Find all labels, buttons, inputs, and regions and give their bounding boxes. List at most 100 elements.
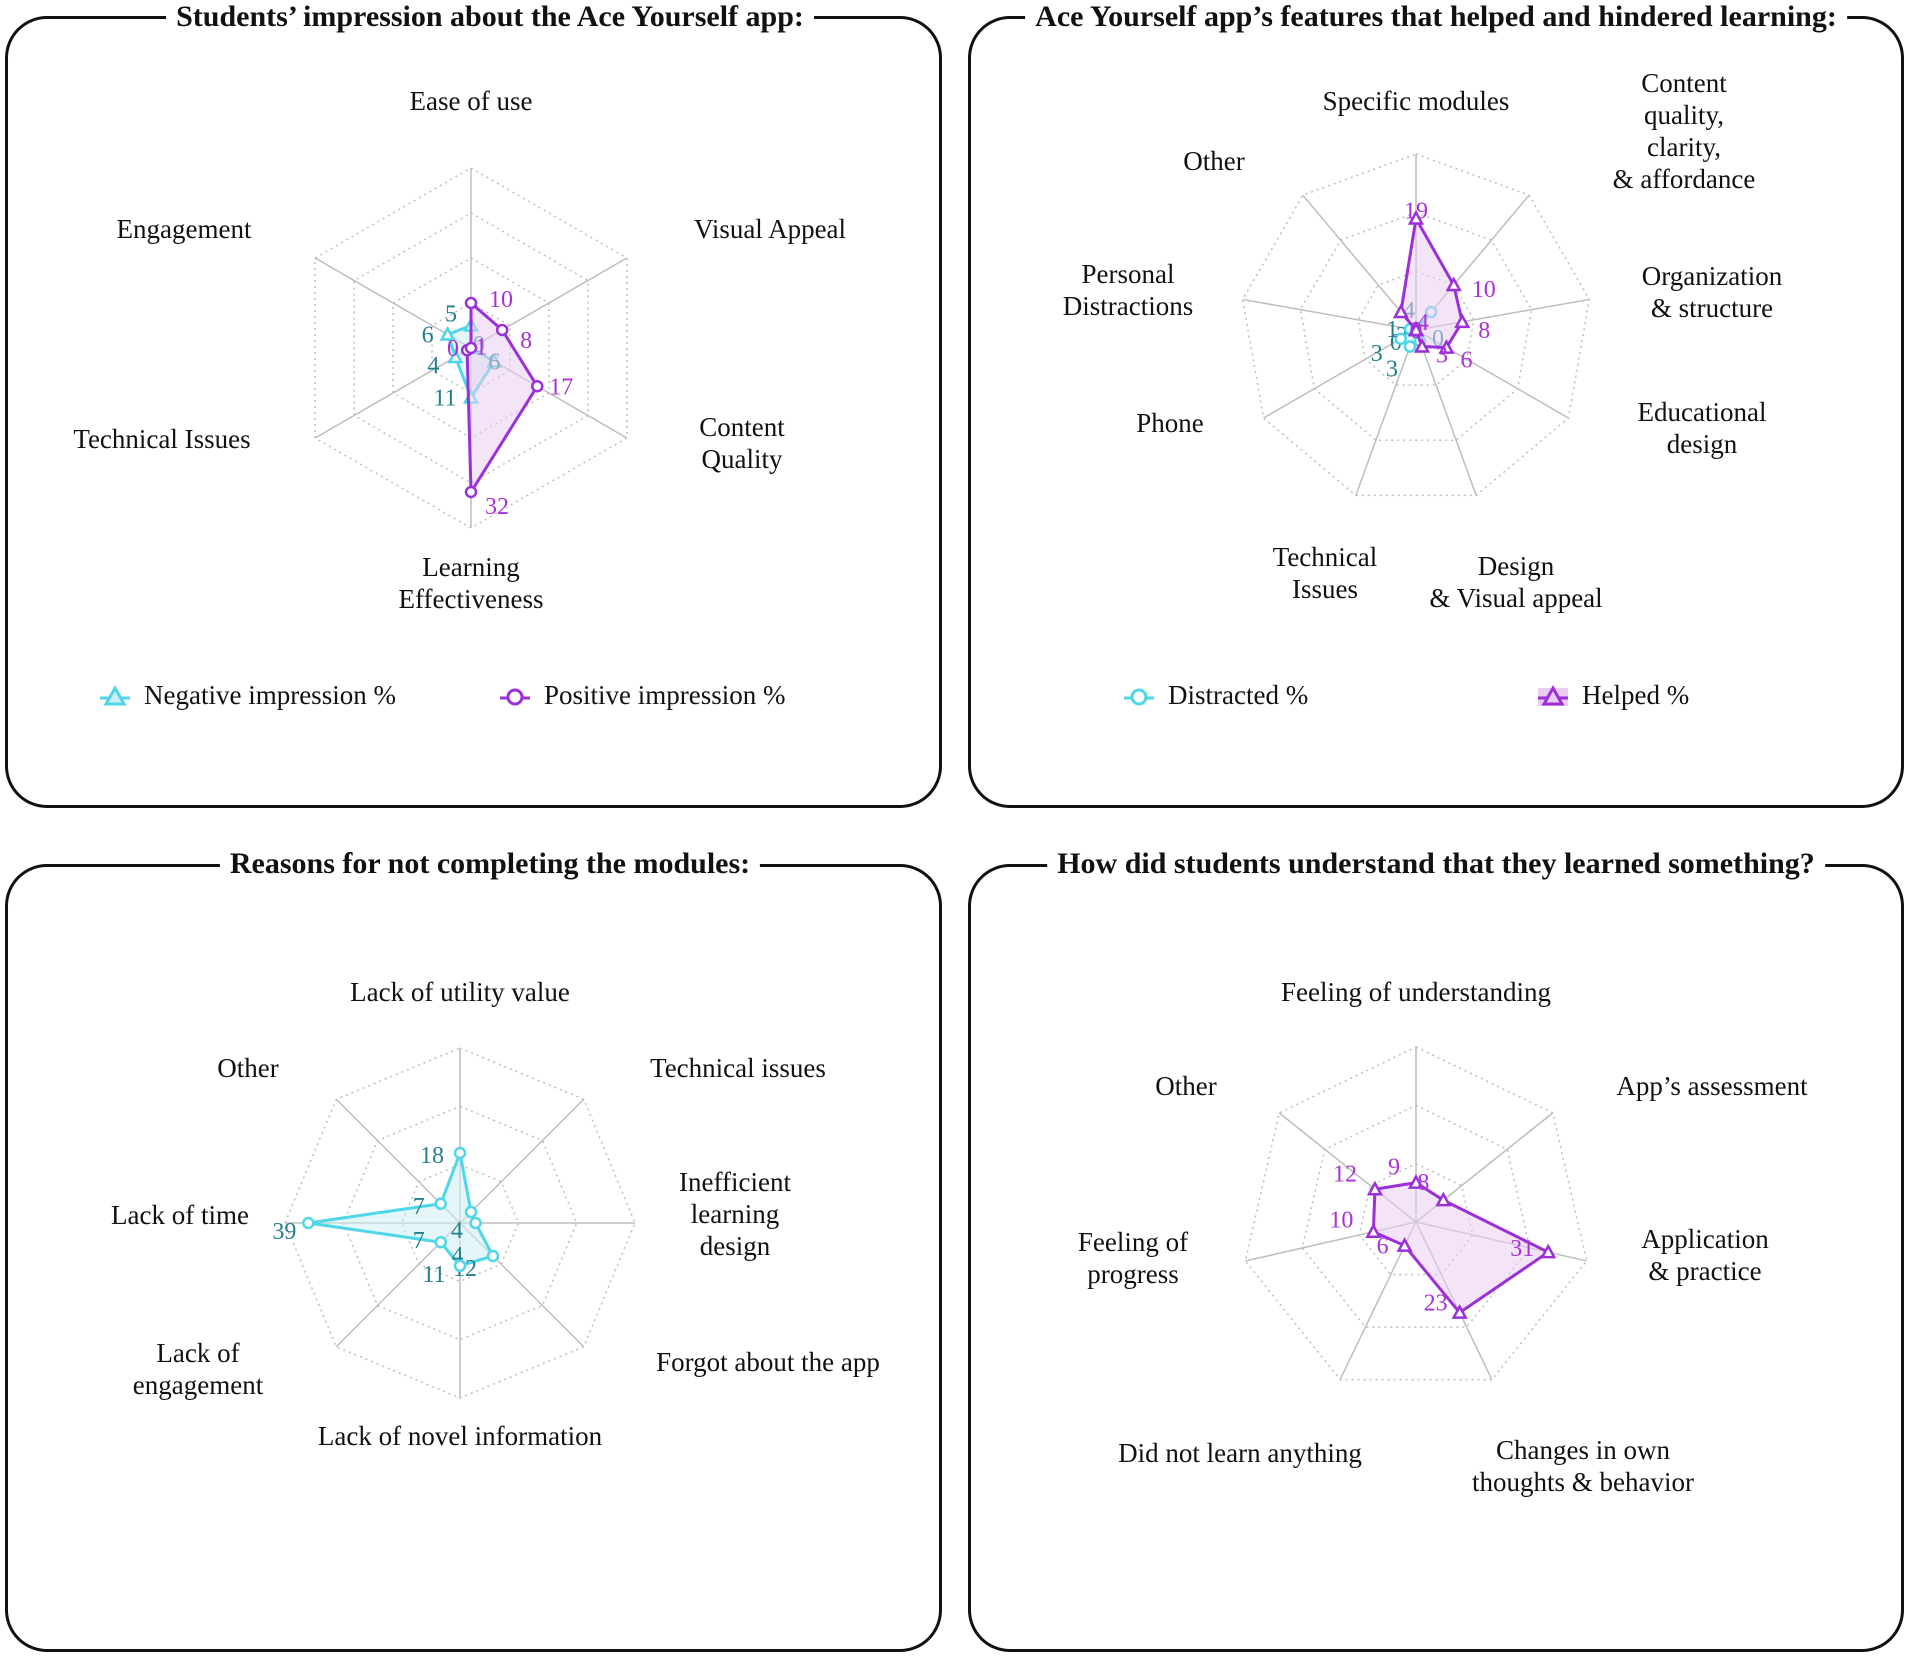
chart-1-point [495, 323, 509, 337]
chart-1-data-label: 11 [433, 386, 456, 412]
chart-1-point [531, 380, 544, 393]
chart-1-data-label: 17 [549, 374, 573, 400]
chart-2-point [1407, 209, 1425, 225]
chart-3-axis-label-technical-issues: Technical issues [650, 1053, 826, 1083]
chart-1-data-label: 8 [520, 328, 532, 354]
chart-3-axis-label-forgot-about-the-app: Forgot about the app [656, 1347, 880, 1377]
legend-distracted-label: Distracted % [1168, 680, 1309, 710]
chart-2-spoke [1302, 194, 1417, 331]
chart-4-data-label: 10 [1329, 1208, 1353, 1234]
chart-3-axis-label-lack-of-utility-value: Lack of utility value [350, 977, 570, 1007]
chart-3-axis-label-lack-of-novel-information: Lack of novel information [318, 1421, 603, 1451]
chart-2-point [1445, 276, 1462, 292]
chart-4-point [1407, 1174, 1425, 1189]
chart-2-point [1392, 303, 1410, 319]
chart-4-grid-ring [1301, 1104, 1531, 1328]
legend-helped-label: Helped % [1582, 680, 1690, 710]
chart-3-point [453, 1259, 467, 1273]
chart-4-data-label: 6 [1377, 1234, 1389, 1260]
panel-learned-title: How did students understand that they le… [1047, 847, 1825, 881]
chart-4-axis-label-other: Other [1155, 1071, 1216, 1101]
panel-reasons-title: Reasons for not completing the modules: [219, 847, 761, 881]
chart-1-point [447, 348, 464, 364]
chart-1-data-label: 32 [485, 494, 509, 520]
chart-4-data-label: 12 [1333, 1161, 1357, 1187]
chart-4-data-label: 23 [1424, 1291, 1448, 1317]
legend-positive: Positive impression % [500, 680, 786, 711]
chart-4-axis-label-application-practice: Application& practice [1641, 1224, 1769, 1286]
circle-marker-icon [500, 688, 530, 705]
chart-2-spoke [1242, 298, 1417, 331]
chart-1-point [464, 296, 478, 310]
chart-1-point [439, 325, 456, 341]
chart-1-spoke [314, 347, 472, 439]
chart-4-axis-label-feeling-of-understanding: Feeling of understanding [1281, 977, 1551, 1007]
chart-2-axis-label-organization-structure: Organization& structure [1642, 261, 1783, 323]
chart-4-point [1365, 1223, 1382, 1238]
chart-2-data-label: 19 [1404, 199, 1428, 225]
chart-3-axis-label-lack-of-time: Lack of time [111, 1200, 249, 1230]
legend-negative-label: Negative impression % [144, 680, 396, 710]
chart-4-data-label: 8 [1417, 1170, 1429, 1196]
chart-3-data-label: 7 [413, 1228, 425, 1254]
chart-2-data-label: 4 [1417, 310, 1429, 336]
chart-2-point [1394, 332, 1408, 346]
chart-4-point [1435, 1191, 1452, 1207]
chart-2-axis-label-phone: Phone [1136, 408, 1204, 438]
chart-3-point [469, 1216, 482, 1230]
chart-4-point [1396, 1237, 1413, 1252]
panel-features-title: Ace Yourself app’s features that helped … [1025, 0, 1847, 34]
chart-1-axis-label-ease-of-use: Ease of use [410, 86, 533, 116]
chart-3-point [464, 1205, 478, 1219]
chart-2-grid-ring [1241, 153, 1591, 497]
chart-1-point [464, 485, 478, 499]
chart-2-data-label: 6 [1460, 348, 1472, 374]
legend-negative: Negative impression % [100, 680, 396, 711]
chart-3-point [434, 1197, 448, 1211]
chart-3-data-label: 18 [420, 1143, 444, 1169]
chart-4-data-label: 31 [1510, 1236, 1534, 1262]
chart-4-data-label: 9 [1388, 1155, 1400, 1181]
chart-2-data-label: 1 [1386, 317, 1398, 343]
chart-4-series-1-area [1371, 1181, 1550, 1315]
chart-1-data-label: 10 [489, 287, 513, 313]
chart-3-data-label: 11 [422, 1262, 445, 1288]
chart-1-data-label: 0 [447, 336, 459, 362]
chart-1-point [464, 341, 478, 355]
chart-1-axis-label-visual-appeal: Visual Appeal [694, 214, 846, 244]
chart-3-point [453, 1146, 467, 1160]
chart-2-axis-label-other: Other [1183, 146, 1244, 176]
chart-2-axis-label-design-visual-appeal: Design& Visual appeal [1429, 551, 1602, 613]
chart-4-point [1540, 1243, 1557, 1259]
chart-1-data-label: 6 [422, 323, 434, 349]
chart-3-point [302, 1216, 315, 1230]
chart-1-data-label: 5 [445, 302, 457, 328]
chart-2-spoke [1355, 329, 1417, 496]
chart-2-point [1407, 321, 1425, 337]
chart-3-point [434, 1235, 448, 1249]
chart-2-data-label: 3 [1436, 343, 1448, 369]
chart-3-point [486, 1249, 500, 1263]
chart-1-data-label: 1 [475, 334, 487, 360]
chart-4-point [1451, 1304, 1468, 1319]
chart-3-data-label: 7 [413, 1194, 425, 1220]
chart-4-axis-label-did-not-learn-anything: Did not learn anything [1118, 1438, 1362, 1468]
chart-3-spoke [459, 1098, 585, 1224]
chart-2-spoke [1415, 329, 1477, 496]
chart-3-data-label: 39 [272, 1219, 296, 1245]
legend-positive-label: Positive impression % [544, 680, 786, 710]
legend-distracted: Distracted % [1124, 680, 1308, 711]
panel-impression-title: Students’ impression about the Ace Yours… [166, 0, 814, 34]
chart-4-point [1366, 1180, 1384, 1196]
chart-2-data-label: 3 [1386, 357, 1398, 383]
chart-2-point [1438, 338, 1455, 354]
chart-2-data-label: 0 [1410, 318, 1422, 344]
